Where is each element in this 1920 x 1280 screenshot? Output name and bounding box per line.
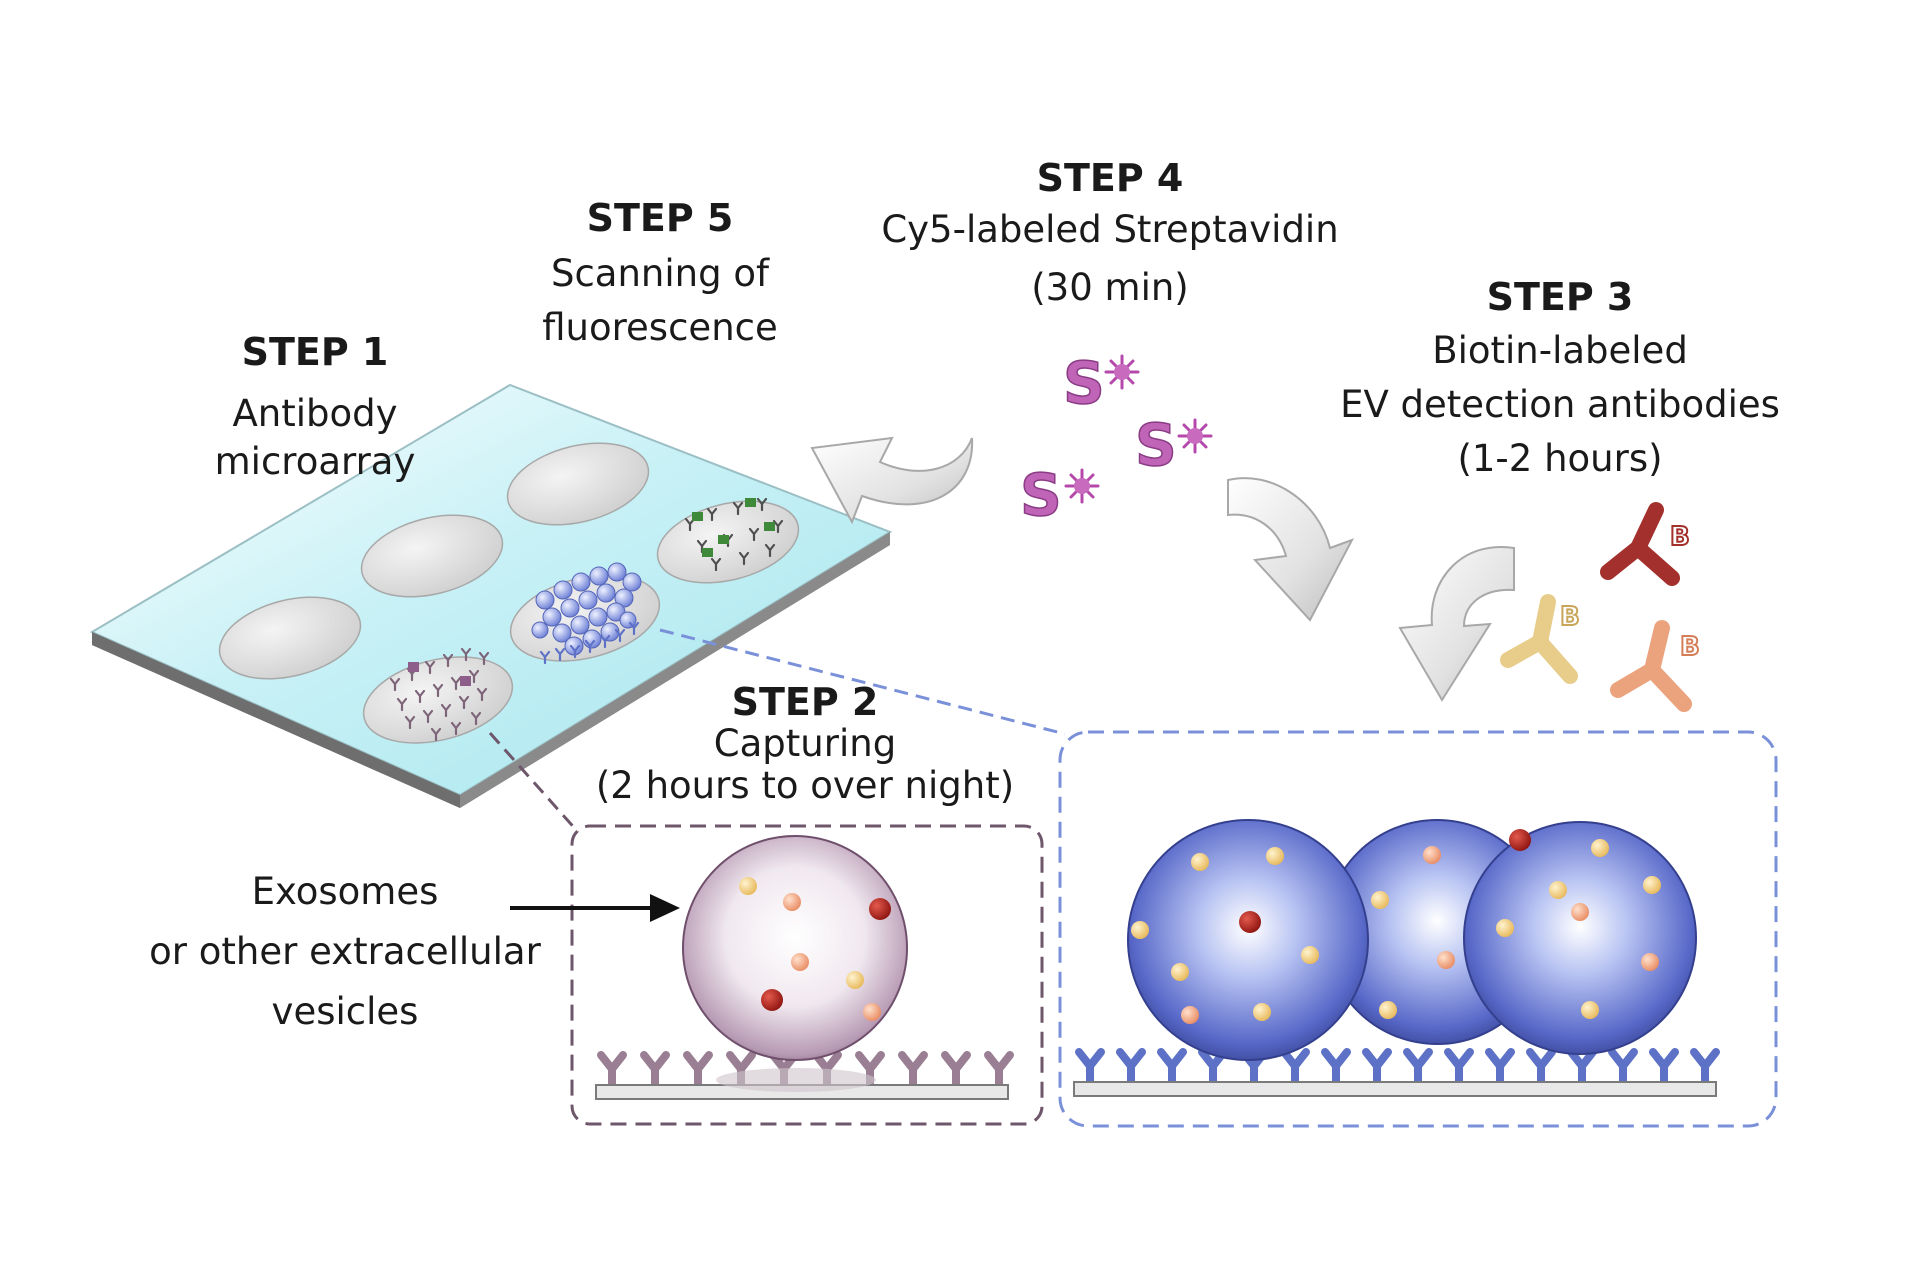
blue-connector-line xyxy=(659,628,1066,736)
biotin-antibody-icon: B xyxy=(1610,620,1701,712)
empty-spot xyxy=(506,442,650,526)
curved-arrow-icon xyxy=(1398,545,1515,702)
vesicle-icon xyxy=(682,835,908,1092)
exosome-line1: Exosomes xyxy=(251,870,439,913)
vesicle-icon xyxy=(1463,821,1697,1055)
empty-spot xyxy=(360,514,504,598)
step1-label: STEP 1 Antibody microarray xyxy=(200,330,430,486)
step1-line2: microarray xyxy=(214,440,416,483)
curved-arrow-icon xyxy=(1227,477,1355,622)
streptavidin-icon: S xyxy=(1019,460,1100,530)
step5-line2: fluorescence xyxy=(542,306,778,349)
biotin-symbol: B xyxy=(1680,632,1700,662)
microarray-slide xyxy=(89,383,893,808)
streptavidin-symbol: S xyxy=(1063,349,1105,417)
step2-label: STEP 2 Capturing (2 hours to over night) xyxy=(560,680,1050,808)
step5-label: STEP 5 Scanning of fluorescence xyxy=(520,196,800,352)
step2-line1: Capturing xyxy=(713,722,897,765)
pointer-arrow-icon xyxy=(510,894,680,922)
step3-line2: EV detection antibodies xyxy=(1340,383,1780,426)
vesicle-icon xyxy=(1127,819,1369,1061)
step1-line1: Antibody xyxy=(232,392,398,435)
step3-title: STEP 3 xyxy=(1486,275,1634,319)
step4-line2: (30 min) xyxy=(1031,266,1189,309)
step5-line1: Scanning of xyxy=(550,252,770,295)
step2-title: STEP 2 xyxy=(731,680,879,724)
step2-line2: (2 hours to over night) xyxy=(595,764,1015,807)
streptavidin-icon: S xyxy=(1134,410,1213,480)
biotin-symbol: B xyxy=(1560,602,1580,632)
streptavidin-symbol: S xyxy=(1135,411,1177,479)
purple-antibody-spot xyxy=(362,647,514,744)
purple-connector-line xyxy=(488,732,580,833)
step4-line1: Cy5-labeled Streptavidin xyxy=(881,208,1339,251)
biotin-antibody-icon: B xyxy=(1600,502,1691,586)
green-antibody-spot xyxy=(656,497,800,584)
exosome-label: Exosomes or other extracellular vesicles xyxy=(110,862,580,1042)
biotin-symbol: B xyxy=(1670,522,1690,552)
step3-label: STEP 3 Biotin-labeled EV detection antib… xyxy=(1290,275,1830,483)
exosome-line2: or other extracellular xyxy=(149,930,541,973)
blue-vesicle-spot xyxy=(509,562,661,665)
streptavidin-icon: S xyxy=(1062,348,1140,418)
blue-capture-box xyxy=(1058,730,1778,1128)
empty-spot xyxy=(218,596,362,680)
step4-label: STEP 4 Cy5-labeled Streptavidin (30 min) xyxy=(840,156,1380,312)
curved-arrow-icon xyxy=(810,436,974,525)
exosome-line3: vesicles xyxy=(271,990,419,1033)
step4-title: STEP 4 xyxy=(1036,156,1184,200)
blue-antibody-row xyxy=(1079,1052,1716,1082)
step1-title: STEP 1 xyxy=(241,330,389,374)
step3-line1: Biotin-labeled xyxy=(1432,329,1688,372)
step5-title: STEP 5 xyxy=(586,196,734,240)
biotin-antibody-icon: B xyxy=(1500,594,1581,684)
streptavidin-symbol: S xyxy=(1020,461,1062,529)
blue-surface xyxy=(1073,1081,1717,1097)
step3-line3: (1-2 hours) xyxy=(1457,437,1663,480)
